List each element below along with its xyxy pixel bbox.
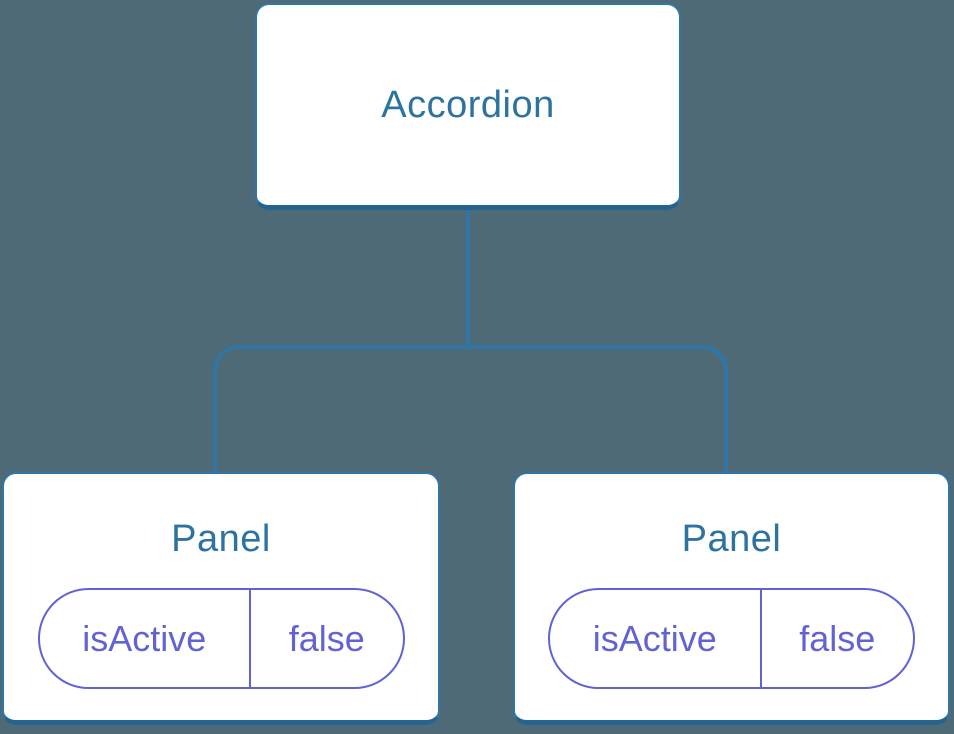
state-name: isActive xyxy=(550,590,762,687)
panel-node-left: Panel isActive false xyxy=(2,472,440,725)
state-value: false xyxy=(799,617,876,659)
state-value: false xyxy=(288,617,365,659)
state-name: isActive xyxy=(40,590,252,687)
panel-node-right: Panel isActive false xyxy=(513,472,950,725)
accordion-node: Accordion xyxy=(255,3,681,210)
panel-title-row: Panel xyxy=(682,516,782,562)
panel-title-row: Panel xyxy=(171,516,271,562)
connector-root-stem xyxy=(466,210,470,348)
panel-node-label: Panel xyxy=(171,517,271,560)
accordion-node-label: Accordion xyxy=(381,83,555,126)
state-pill: isActive false xyxy=(548,588,915,689)
connector-branch xyxy=(213,345,728,472)
state-pill: isActive false xyxy=(37,588,405,689)
panel-node-label: Panel xyxy=(681,517,782,560)
